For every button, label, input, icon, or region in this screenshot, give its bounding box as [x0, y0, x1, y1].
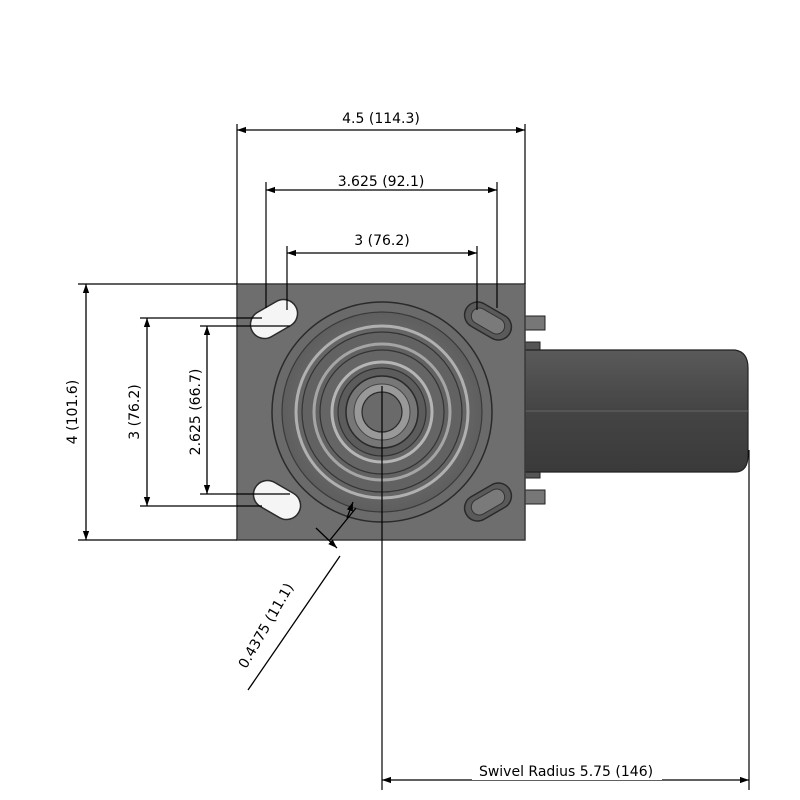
dim-bolt-height-inner: 2.625 (66.7): [188, 369, 204, 456]
wheel: [521, 315, 749, 505]
dim-overall-width: 4.5 (114.3): [342, 111, 420, 127]
dim-bolt-span-outer: 3.625 (92.1): [338, 174, 425, 190]
extension-lines: [78, 124, 750, 790]
dim-swivel-radius: Swivel Radius 5.75 (146): [479, 764, 653, 780]
dim-bolt-height-outer: 3 (76.2): [127, 384, 143, 439]
bolt-slot-bottom-left: [252, 479, 302, 521]
bolt-holes: [249, 298, 513, 522]
bolt-slot-bottom-right: [463, 482, 513, 522]
dim-bolt-hole: 0.4375 (11.1): [236, 581, 298, 672]
dim-overall-height: 4 (101.6): [65, 380, 81, 444]
bolt-slot-top-right: [463, 301, 513, 341]
dimension-lines: [82, 126, 749, 784]
dim-bolt-span-inner: 3 (76.2): [354, 233, 409, 249]
bolt-slot-top-left: [249, 298, 299, 340]
